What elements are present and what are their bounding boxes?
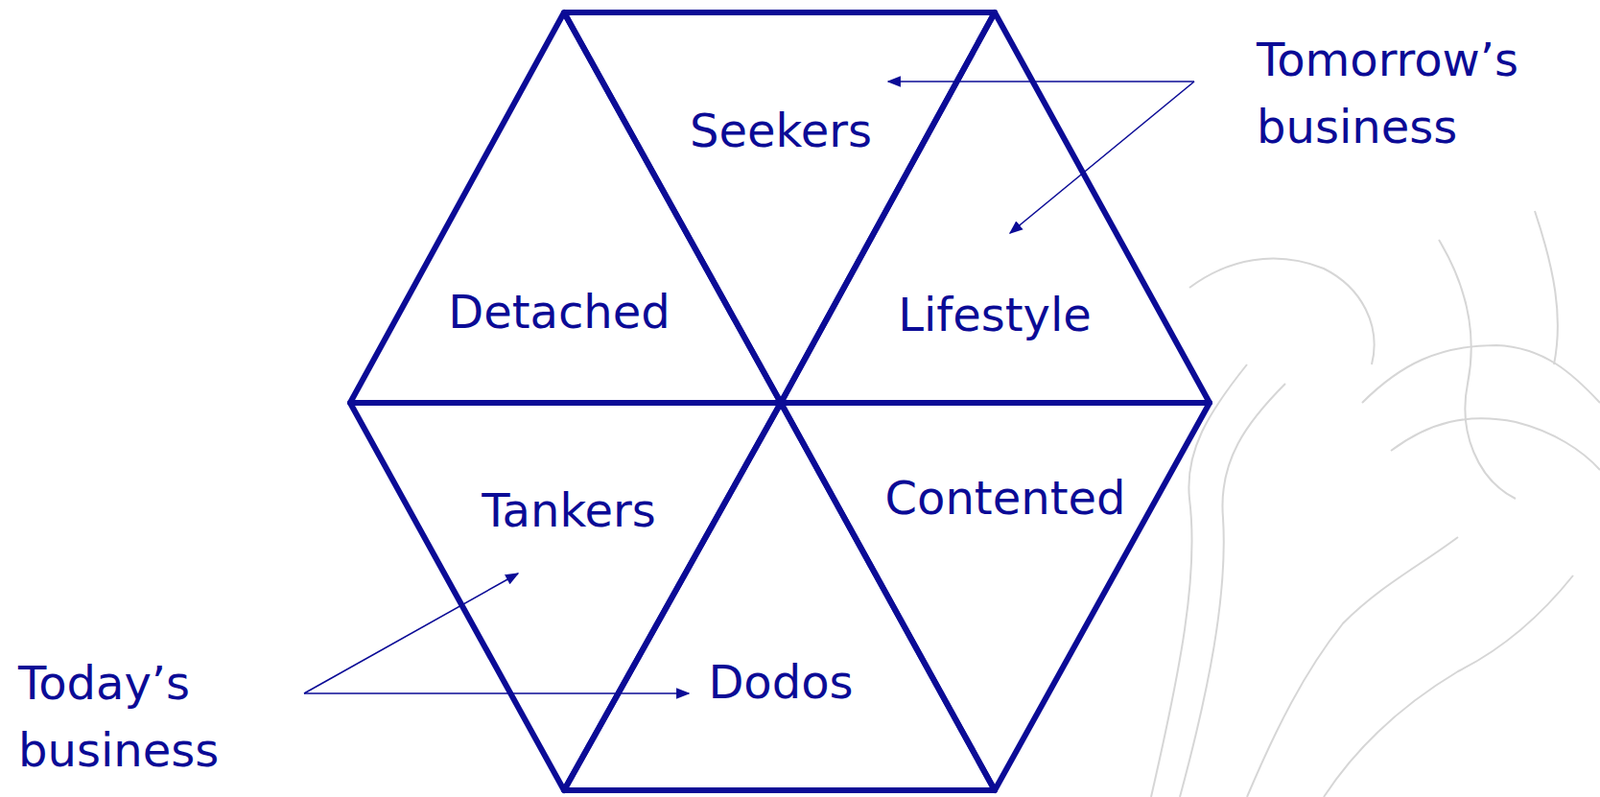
- callout-label: Today’s business: [18, 650, 259, 784]
- segment-label: Lifestyle: [897, 289, 1092, 341]
- leader-arrow: [888, 80, 1195, 83]
- segment-label: Detached: [447, 286, 671, 338]
- triangle-outline: [780, 12, 1210, 403]
- segment-triangle: Dodos: [564, 402, 995, 791]
- triangle-edge: [564, 12, 995, 403]
- triangle-edge: [780, 402, 1210, 791]
- triangle-edge: [350, 402, 781, 791]
- leader-arrow: [304, 573, 518, 694]
- leader-arrows: [304, 81, 1195, 694]
- triangle-edge: [780, 12, 1210, 403]
- triangle-outline: [350, 402, 781, 791]
- segment-triangle: Tankers: [350, 402, 781, 791]
- triangle-outline: [564, 402, 995, 791]
- leader-arrow: [304, 692, 689, 695]
- segment-label: Contented: [885, 472, 1127, 524]
- segment-triangle: Lifestyle: [780, 12, 1210, 403]
- triangle-edge: [350, 12, 781, 403]
- segment-label: Tankers: [481, 485, 657, 537]
- segment-label: Seekers: [689, 105, 872, 157]
- triangle-outline: [780, 402, 1210, 791]
- callout-label: Tomorrow’s business: [1256, 26, 1583, 161]
- triangle-outline: [564, 12, 995, 403]
- segment-triangle: Detached: [350, 12, 781, 403]
- triangle-outline: [350, 12, 781, 403]
- segment-label: Dodos: [707, 657, 853, 708]
- face-sketch: [1151, 211, 1600, 797]
- segment-triangle: Contented: [780, 402, 1210, 791]
- triangle-edge: [564, 402, 995, 791]
- segment-triangle: Seekers: [564, 12, 995, 403]
